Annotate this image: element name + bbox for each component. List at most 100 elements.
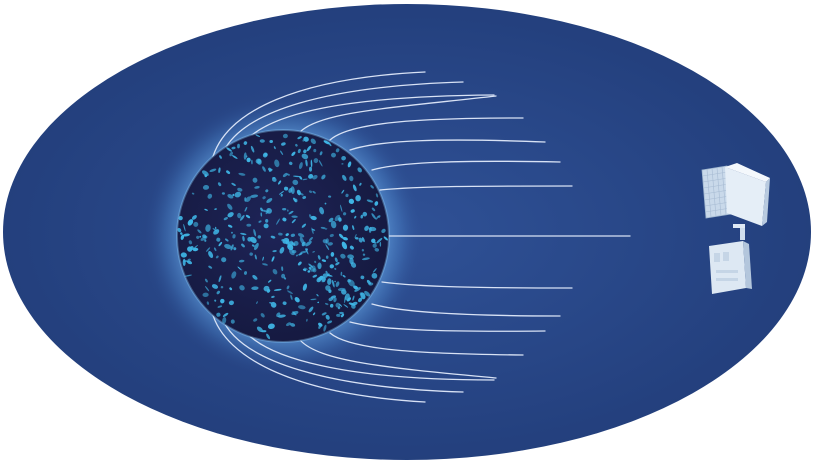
surface-speckle bbox=[323, 324, 327, 332]
surface-speckle bbox=[251, 286, 259, 291]
planet-rim bbox=[176, 129, 390, 343]
surface-speckle bbox=[276, 312, 281, 318]
surface-speckle bbox=[290, 294, 293, 300]
surface-speckle bbox=[329, 303, 334, 308]
surface-speckle bbox=[216, 312, 221, 317]
surface-speckle bbox=[330, 252, 335, 257]
surface-speckle bbox=[199, 235, 202, 238]
field-line bbox=[329, 332, 524, 356]
surface-speckle bbox=[270, 301, 277, 308]
surface-speckle bbox=[360, 275, 365, 280]
surface-speckle bbox=[177, 227, 182, 233]
surface-speckle bbox=[379, 241, 382, 247]
surface-speckle bbox=[192, 244, 199, 250]
surface-speckle bbox=[237, 143, 240, 149]
surface-speckle bbox=[204, 208, 208, 211]
surface-speckle bbox=[254, 254, 257, 260]
surface-speckle bbox=[361, 257, 370, 261]
surface-speckle bbox=[374, 201, 379, 206]
surface-speckle bbox=[262, 263, 268, 266]
surface-speckle bbox=[257, 235, 261, 239]
surface-speckle bbox=[204, 278, 208, 283]
surface-speckle bbox=[329, 233, 334, 238]
surface-speckle bbox=[302, 195, 307, 200]
surface-speckle bbox=[354, 233, 357, 239]
surface-speckle bbox=[223, 217, 228, 221]
surface-speckle bbox=[249, 252, 253, 256]
surface-speckle bbox=[375, 215, 379, 220]
surface-speckle bbox=[364, 290, 371, 297]
surface-speckle bbox=[342, 236, 348, 241]
surface-speckle bbox=[193, 221, 199, 227]
surface-speckle bbox=[231, 231, 233, 234]
surface-speckle bbox=[308, 237, 313, 242]
surface-speckle bbox=[343, 212, 347, 216]
surface-speckle bbox=[285, 322, 292, 327]
surface-speckle bbox=[355, 237, 359, 240]
surface-speckle bbox=[218, 275, 222, 283]
surface-speckle bbox=[368, 282, 374, 286]
surface-speckle bbox=[255, 158, 261, 164]
surface-speckle bbox=[340, 204, 343, 212]
surface-speckle bbox=[250, 236, 257, 244]
surface-speckle bbox=[187, 258, 191, 261]
surface-speckle bbox=[278, 190, 285, 195]
surface-speckle bbox=[361, 248, 365, 252]
surface-speckle bbox=[323, 140, 330, 145]
surface-speckle bbox=[212, 228, 218, 232]
surface-speckle bbox=[282, 217, 287, 222]
surface-speckle bbox=[325, 255, 329, 259]
surface-speckle bbox=[360, 292, 366, 300]
surface-speckle bbox=[355, 195, 361, 202]
surface-speckle bbox=[220, 285, 224, 289]
surface-speckle bbox=[329, 264, 334, 269]
surface-speckle bbox=[352, 184, 357, 192]
surface-speckle bbox=[211, 284, 219, 289]
surface-speckle bbox=[268, 167, 272, 171]
surface-speckle bbox=[348, 279, 355, 287]
surface-speckle bbox=[297, 148, 301, 154]
surface-speckle bbox=[226, 147, 232, 152]
surface-speckle bbox=[322, 273, 328, 278]
surface-speckle bbox=[266, 198, 273, 203]
surface-speckle bbox=[303, 149, 307, 154]
surface-speckle bbox=[229, 287, 233, 291]
surface-speckle bbox=[376, 237, 383, 244]
surface-speckle bbox=[265, 189, 269, 193]
surface-speckle bbox=[297, 261, 302, 266]
surface-speckle bbox=[226, 170, 231, 174]
surface-speckle bbox=[202, 234, 207, 239]
surface-speckle bbox=[281, 142, 286, 146]
surface-speckle bbox=[328, 195, 332, 198]
surface-speckle bbox=[318, 324, 322, 329]
surface-speckle bbox=[222, 312, 229, 317]
surface-speckle bbox=[327, 278, 332, 285]
surface-speckle bbox=[288, 210, 294, 215]
surface-speckle bbox=[208, 265, 213, 269]
surface-speckle bbox=[342, 174, 347, 181]
surface-speckle bbox=[287, 290, 293, 295]
surface-speckle bbox=[208, 251, 214, 258]
surface-speckle bbox=[371, 213, 377, 220]
surface-speckle bbox=[324, 202, 327, 205]
surface-speckle bbox=[335, 281, 340, 287]
surface-speckle bbox=[335, 302, 341, 308]
surface-speckle bbox=[227, 224, 233, 228]
surface-speckle bbox=[234, 191, 242, 198]
surface-speckle bbox=[371, 272, 378, 279]
surface-speckle bbox=[272, 250, 277, 253]
surface-speckle bbox=[205, 224, 211, 232]
surface-speckle bbox=[204, 174, 208, 178]
surface-speckle bbox=[254, 242, 259, 251]
surface-speckle bbox=[214, 247, 217, 252]
surface-speckle bbox=[357, 297, 363, 303]
surface-speckle bbox=[312, 312, 316, 316]
surface-speckle bbox=[301, 241, 306, 247]
surface-speckle bbox=[282, 208, 287, 211]
spacecraft-antenna-array bbox=[701, 165, 732, 219]
surface-speckle bbox=[229, 151, 233, 157]
surface-speckle bbox=[313, 158, 319, 164]
surface-speckle bbox=[340, 271, 343, 276]
surface-speckle bbox=[279, 246, 285, 254]
surface-speckle bbox=[331, 279, 335, 288]
